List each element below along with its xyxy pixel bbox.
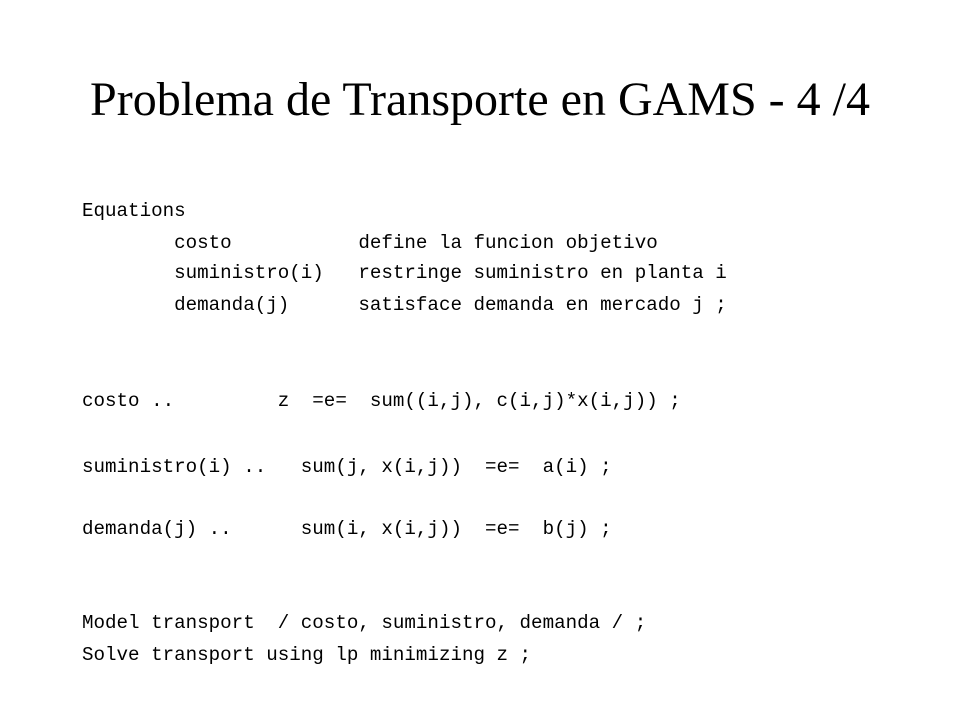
code-line-model-statement: Model transport / costo, suministro, dem… xyxy=(82,612,647,634)
slide-title: Problema de Transporte en GAMS - 4 /4 xyxy=(90,73,870,126)
code-line-suministro-declaration: suministro(i) restringe suministro en pl… xyxy=(82,262,727,284)
code-line-costo-equation: costo .. z =e= sum((i,j), c(i,j)*x(i,j))… xyxy=(82,390,681,412)
code-line-suministro-equation: suministro(i) .. sum(j, x(i,j)) =e= a(i)… xyxy=(82,456,612,478)
code-line-equations-keyword: Equations xyxy=(82,200,186,222)
code-line-costo-declaration: costo define la funcion objetivo xyxy=(82,232,658,254)
code-line-demanda-equation: demanda(j) .. sum(i, x(i,j)) =e= b(j) ; xyxy=(82,518,612,540)
code-line-demanda-declaration: demanda(j) satisface demanda en mercado … xyxy=(82,294,727,316)
code-line-solve-statement: Solve transport using lp minimizing z ; xyxy=(82,644,532,666)
